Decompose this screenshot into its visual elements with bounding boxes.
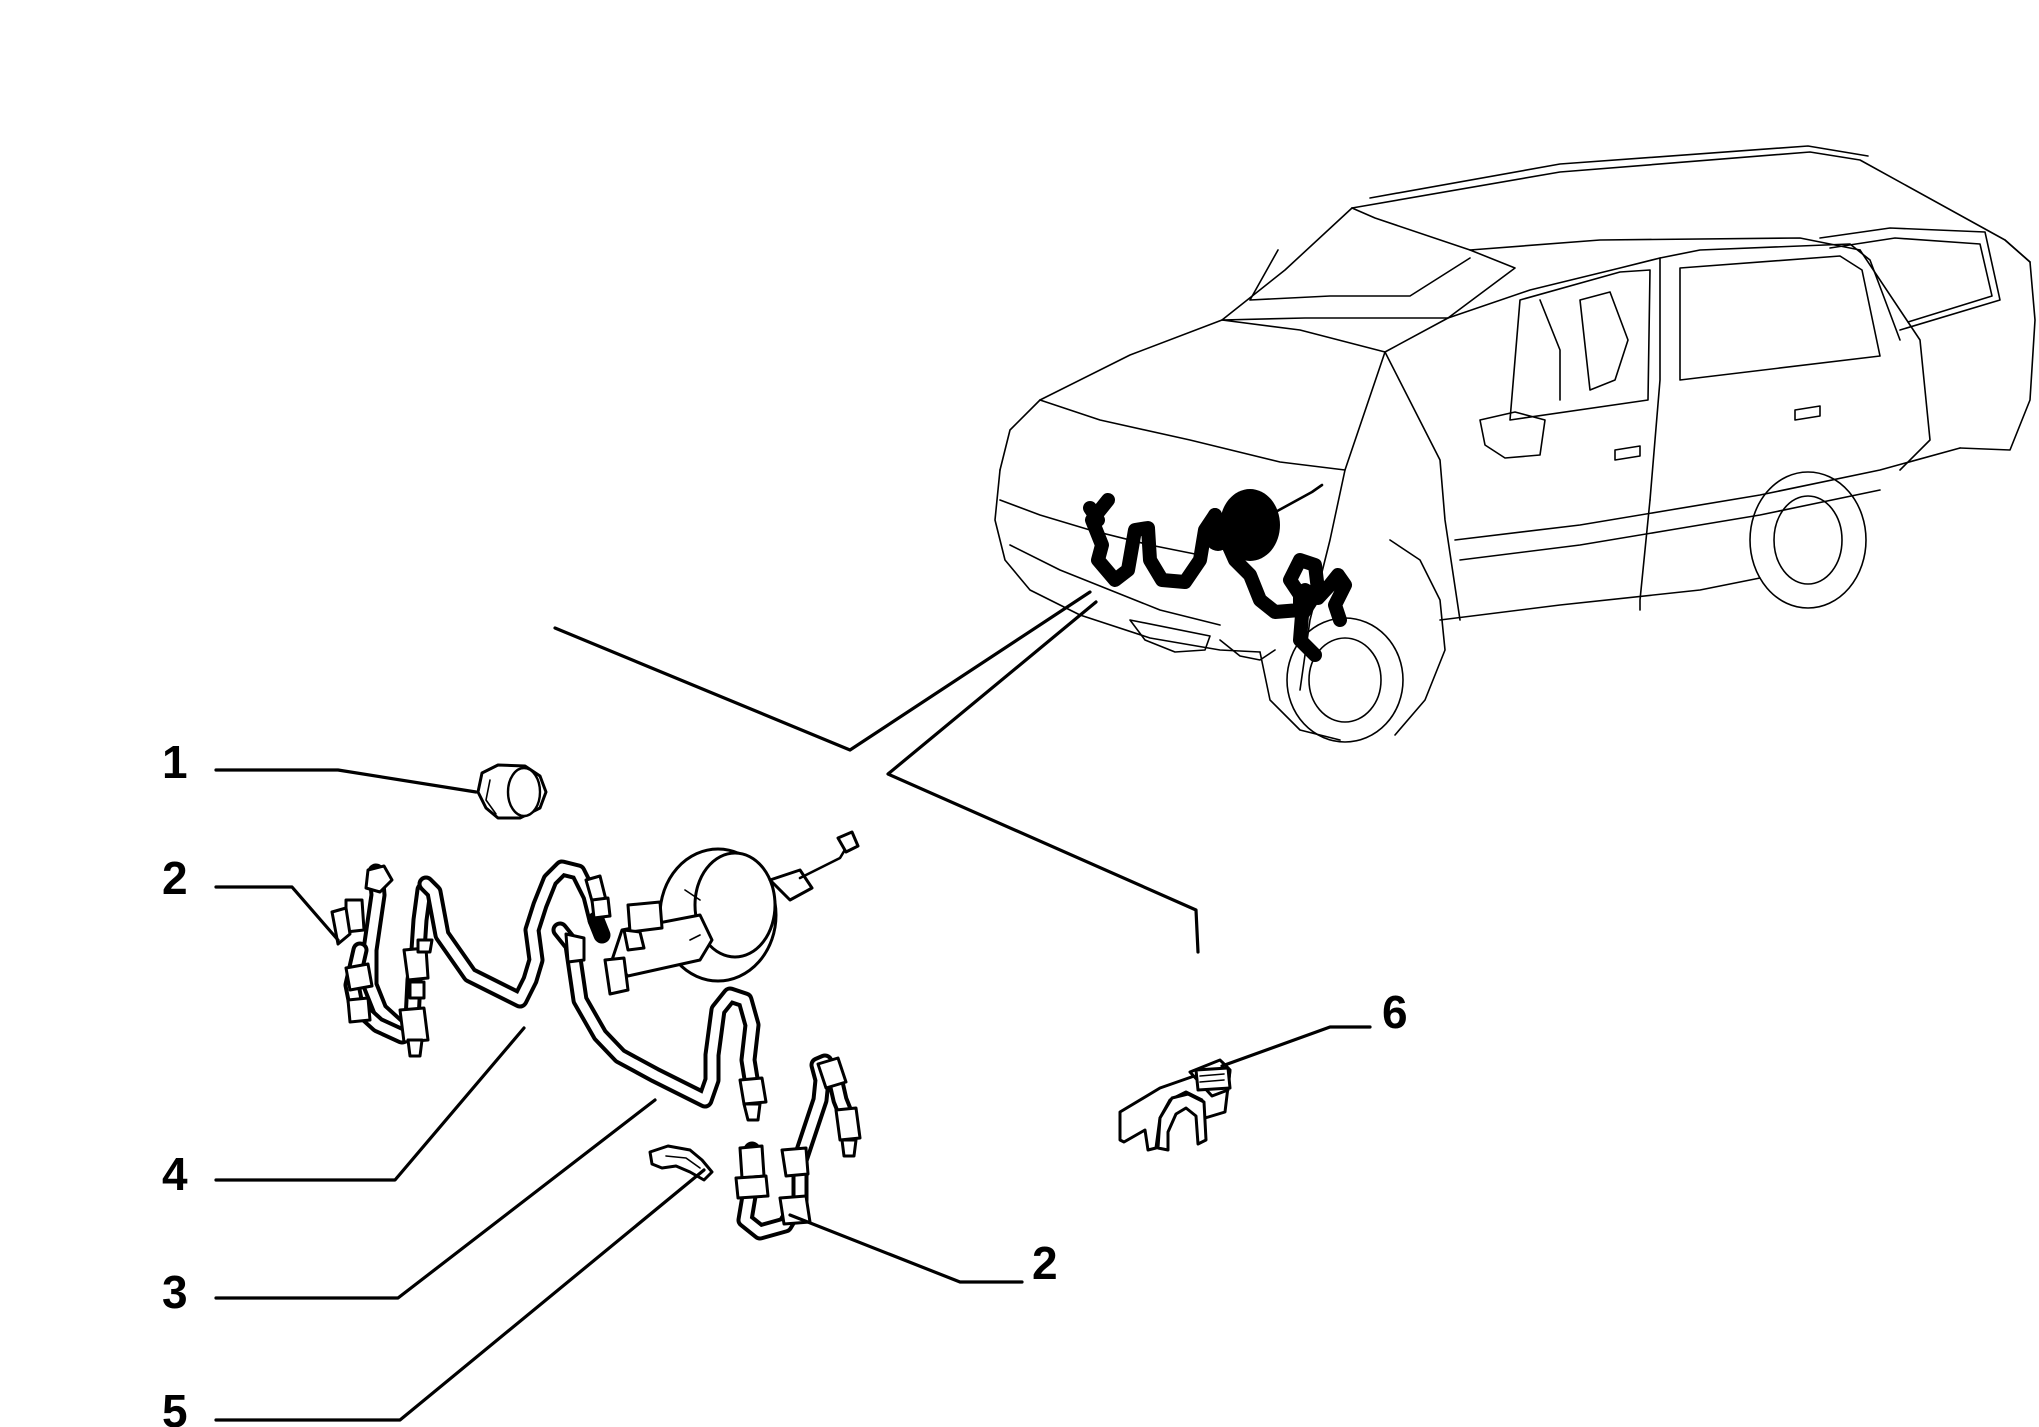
callout-6-label: 6 <box>1382 986 1408 1038</box>
explode-lines <box>553 590 1200 954</box>
callout-4-label: 4 <box>162 1148 188 1200</box>
callout-2-left-label: 2 <box>162 852 188 904</box>
part-3-rigid-pipe <box>551 921 768 1122</box>
callout-1-label: 1 <box>162 736 188 788</box>
callout-5-label: 5 <box>162 1385 188 1427</box>
callout-2-right-label: 2 <box>1032 1237 1058 1289</box>
part-1-grommet <box>476 763 548 820</box>
part-2-brake-pipe-left <box>330 863 434 1058</box>
callout-3-label: 3 <box>162 1266 188 1318</box>
callout-leaders <box>214 768 1372 1422</box>
brake-master-cylinder-servo <box>603 830 860 996</box>
callout-labels: 1 2 4 3 5 2 6 <box>162 736 1408 1427</box>
car-station-wagon-outline <box>994 145 2036 743</box>
part-6-support-bracket <box>1118 1058 1232 1152</box>
part-5-pipe-clip <box>648 1144 714 1182</box>
car-brake-circuit-highlight <box>1083 483 1352 662</box>
part-4-rigid-pipe <box>417 859 612 1009</box>
